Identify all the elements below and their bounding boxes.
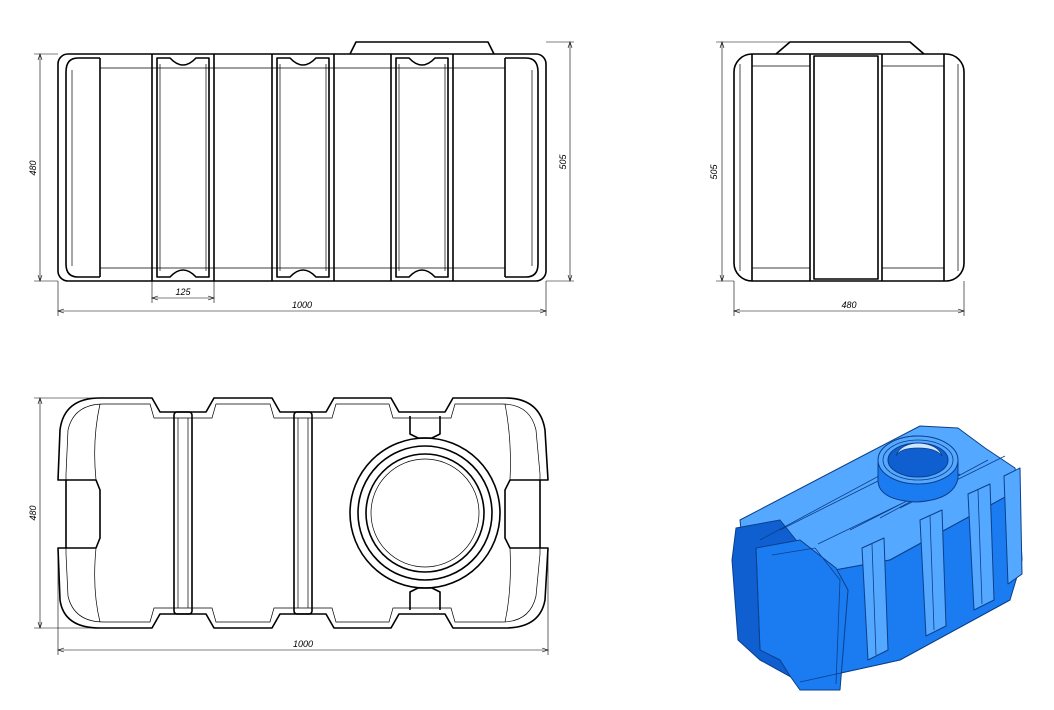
iso-end-cap bbox=[755, 539, 849, 691]
side-body-outline bbox=[733, 53, 965, 282]
iso-ribs bbox=[861, 467, 1023, 661]
front-dim-height-left: 480 bbox=[28, 53, 58, 282]
front-right-end bbox=[504, 57, 539, 278]
side-neck bbox=[775, 41, 925, 55]
front-dim-length: 1000 bbox=[57, 281, 547, 316]
side-dim-width: 480 bbox=[733, 281, 965, 316]
side-dim-height-label: 505 bbox=[709, 164, 719, 180]
front-dim-height-right: 505 bbox=[546, 41, 574, 282]
front-dim-height-right-label: 505 bbox=[558, 154, 568, 170]
top-dim-width: 480 bbox=[28, 397, 100, 629]
side-dim-width-label: 480 bbox=[841, 300, 856, 310]
top-neck-opening bbox=[349, 416, 501, 610]
top-view: 480 1000 bbox=[28, 397, 549, 655]
top-rib-2 bbox=[293, 411, 313, 615]
front-rib-2 bbox=[271, 54, 335, 281]
side-view: 505 480 bbox=[709, 41, 965, 316]
iso-neck bbox=[877, 435, 959, 503]
front-rib-3 bbox=[390, 54, 454, 281]
top-dim-width-label: 480 bbox=[28, 505, 38, 520]
front-view: 480 505 125 1000 bbox=[28, 41, 574, 316]
front-body-outline bbox=[57, 53, 547, 282]
iso-view bbox=[731, 425, 1023, 691]
front-left-end bbox=[65, 57, 101, 278]
front-rib-1 bbox=[151, 54, 215, 281]
top-dim-length: 1000 bbox=[57, 548, 549, 655]
side-dim-height: 505 bbox=[709, 41, 790, 282]
front-dim-length-label: 1000 bbox=[292, 300, 312, 310]
side-center-band bbox=[809, 54, 883, 281]
front-neck bbox=[349, 41, 495, 55]
front-dim-rib-width: 125 bbox=[151, 281, 215, 303]
top-rib-1 bbox=[173, 411, 193, 615]
front-dim-rib-width-label: 125 bbox=[175, 287, 191, 297]
top-dim-length-label: 1000 bbox=[293, 639, 313, 649]
top-body-outline bbox=[57, 397, 549, 629]
front-dim-height-left-label: 480 bbox=[28, 160, 38, 175]
